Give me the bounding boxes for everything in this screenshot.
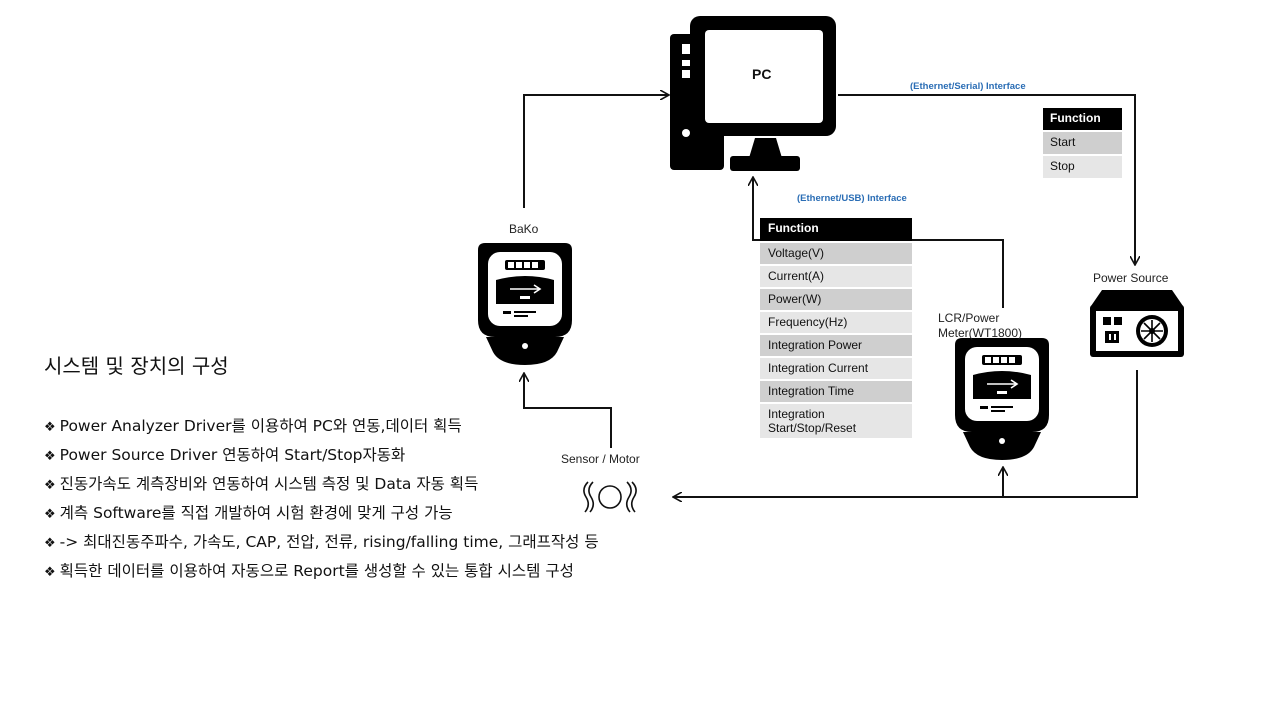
table-header: Function <box>760 218 912 241</box>
table-row: Voltage(V) <box>760 241 912 264</box>
list-item: ❖계측 Software를 직접 개발하여 시험 환경에 맞게 구성 가능 <box>44 499 599 528</box>
bullet-text: 획득한 데이터를 이용하여 자동으로 Report를 생성할 수 있는 통합 시… <box>59 562 574 580</box>
table-row: Power(W) <box>760 287 912 310</box>
table-row: Start <box>1043 130 1122 154</box>
bullet-text: -> 최대진동주파수, 가속도, CAP, 전압, 전류, rising/fal… <box>59 533 599 551</box>
table-row: Integration Time <box>760 379 912 402</box>
table-row: Integration Power <box>760 333 912 356</box>
bullet-list: ❖Power Analyzer Driver를 이용하여 PC와 연동,데이터 … <box>44 412 599 586</box>
table-row: Integration Start/Stop/Reset <box>760 402 912 438</box>
ethernet-serial-interface-label: (Ethernet/Serial) Interface <box>910 81 1026 92</box>
power-source-icon <box>1090 290 1184 357</box>
bullet-text: Power Analyzer Driver를 이용하여 PC와 연동,데이터 획… <box>59 417 462 435</box>
bullet-icon: ❖ <box>44 449 56 464</box>
list-item: ❖Power Source Driver 연동하여 Start/Stop자동화 <box>44 441 599 470</box>
connector-power-source-bus <box>674 370 1138 497</box>
bako-meter-icon <box>478 243 572 365</box>
list-item: ❖Power Analyzer Driver를 이용하여 PC와 연동,데이터 … <box>44 412 599 441</box>
pc-icon <box>670 16 836 171</box>
lcr-label-line1: LCR/Power <box>938 311 1000 325</box>
bullet-text: Power Source Driver 연동하여 Start/Stop자동화 <box>59 446 406 464</box>
connector-sensor-to-bako <box>524 374 612 448</box>
bullet-icon: ❖ <box>44 420 56 435</box>
section-title: 시스템 및 장치의 구성 <box>44 354 229 378</box>
connector-pc-to-power-source <box>838 94 1135 264</box>
table-header: Function <box>1043 108 1122 130</box>
bullet-text: 계측 Software를 직접 개발하여 시험 환경에 맞게 구성 가능 <box>59 504 453 522</box>
ethernet-usb-interface-label: (Ethernet/USB) Interface <box>797 193 907 204</box>
bullet-icon: ❖ <box>44 565 56 580</box>
list-item: ❖진동가속도 계측장비와 연동하여 시스템 측정 및 Data 자동 획득 <box>44 470 599 499</box>
table-row: Stop <box>1043 154 1122 178</box>
list-item: ❖-> 최대진동주파수, 가속도, CAP, 전압, 전류, rising/fa… <box>44 528 599 557</box>
table-row: Frequency(Hz) <box>760 310 912 333</box>
lcr-meter-icon <box>955 338 1049 460</box>
sensor-motor-label: Sensor / Motor <box>561 452 640 466</box>
power-source-function-table: Function Start Stop <box>1043 108 1122 178</box>
table-row: Current(A) <box>760 264 912 287</box>
power-source-label: Power Source <box>1093 271 1169 285</box>
meter-function-table: Function Voltage(V) Current(A) Power(W) … <box>760 218 912 438</box>
bullet-icon: ❖ <box>44 507 56 522</box>
vibration-sensor-icon <box>583 481 637 513</box>
bullet-icon: ❖ <box>44 478 56 493</box>
pc-label: PC <box>752 66 772 82</box>
bullet-text: 진동가속도 계측장비와 연동하여 시스템 측정 및 Data 자동 획득 <box>59 475 479 493</box>
list-item: ❖획득한 데이터를 이용하여 자동으로 Report를 생성할 수 있는 통합 … <box>44 557 599 586</box>
table-row: Integration Current <box>760 356 912 379</box>
bako-label: BaKo <box>509 222 539 236</box>
connector-bako-to-pc <box>523 95 668 208</box>
bullet-icon: ❖ <box>44 536 56 551</box>
lcr-label-line2: Meter(WT1800) <box>938 326 1023 340</box>
